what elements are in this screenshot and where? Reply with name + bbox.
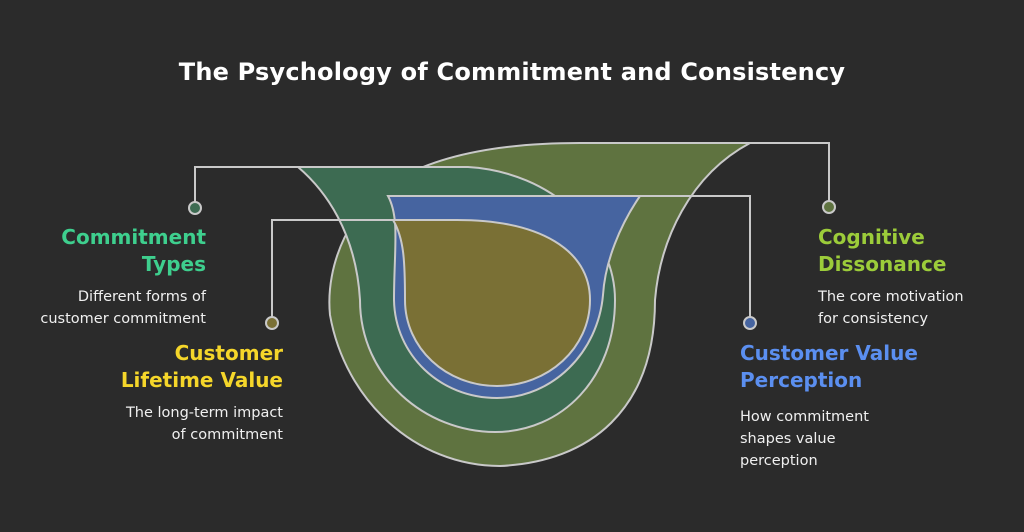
dot-customer-lifetime-value (265, 316, 279, 330)
desc-line: perception (740, 453, 818, 469)
label-customer-value-perception: Customer Value Perception (740, 340, 918, 394)
label-line: Dissonance (818, 252, 947, 276)
label-commitment-types: Commitment Types (61, 224, 206, 278)
connector-customer-value-perception (457, 195, 751, 323)
page-title: The Psychology of Commitment and Consist… (178, 58, 846, 86)
connector-commitment-types (194, 166, 468, 208)
label-line: Commitment (61, 225, 206, 249)
dot-customer-value-perception (743, 316, 757, 330)
desc-customer-lifetime-value: The long-term impact of commitment (126, 402, 283, 446)
label-line: Cognitive (818, 225, 925, 249)
desc-commitment-types: Different forms of customer commitment (40, 286, 206, 330)
desc-line: The long-term impact (125, 405, 283, 421)
label-line: Lifetime Value (120, 368, 283, 392)
dot-cognitive-dissonance (822, 200, 836, 214)
desc-line: shapes value (740, 431, 836, 447)
label-line: Perception (740, 368, 863, 392)
dot-commitment-types (188, 201, 202, 215)
desc-line: The core motivation (818, 289, 964, 305)
desc-line: for consistency (818, 311, 929, 327)
connector-cognitive-dissonance (580, 142, 830, 207)
label-cognitive-dissonance: Cognitive Dissonance (818, 224, 946, 278)
desc-line: of commitment (171, 427, 283, 443)
label-customer-lifetime-value: Customer Lifetime Value (121, 340, 283, 394)
desc-line: Different forms of (77, 289, 206, 305)
desc-customer-value-perception: How commitment shapes value perception (740, 406, 869, 472)
label-line: Customer (174, 341, 283, 365)
connector-customer-lifetime-value (271, 219, 457, 323)
desc-line: How commitment (740, 409, 869, 425)
desc-cognitive-dissonance: The core motivation for consistency (818, 286, 964, 330)
inner-layer-customer-lifetime-value (391, 219, 592, 388)
label-line: Customer Value (740, 341, 918, 365)
desc-line: customer commitment (40, 311, 206, 327)
label-line: Types (141, 252, 206, 276)
